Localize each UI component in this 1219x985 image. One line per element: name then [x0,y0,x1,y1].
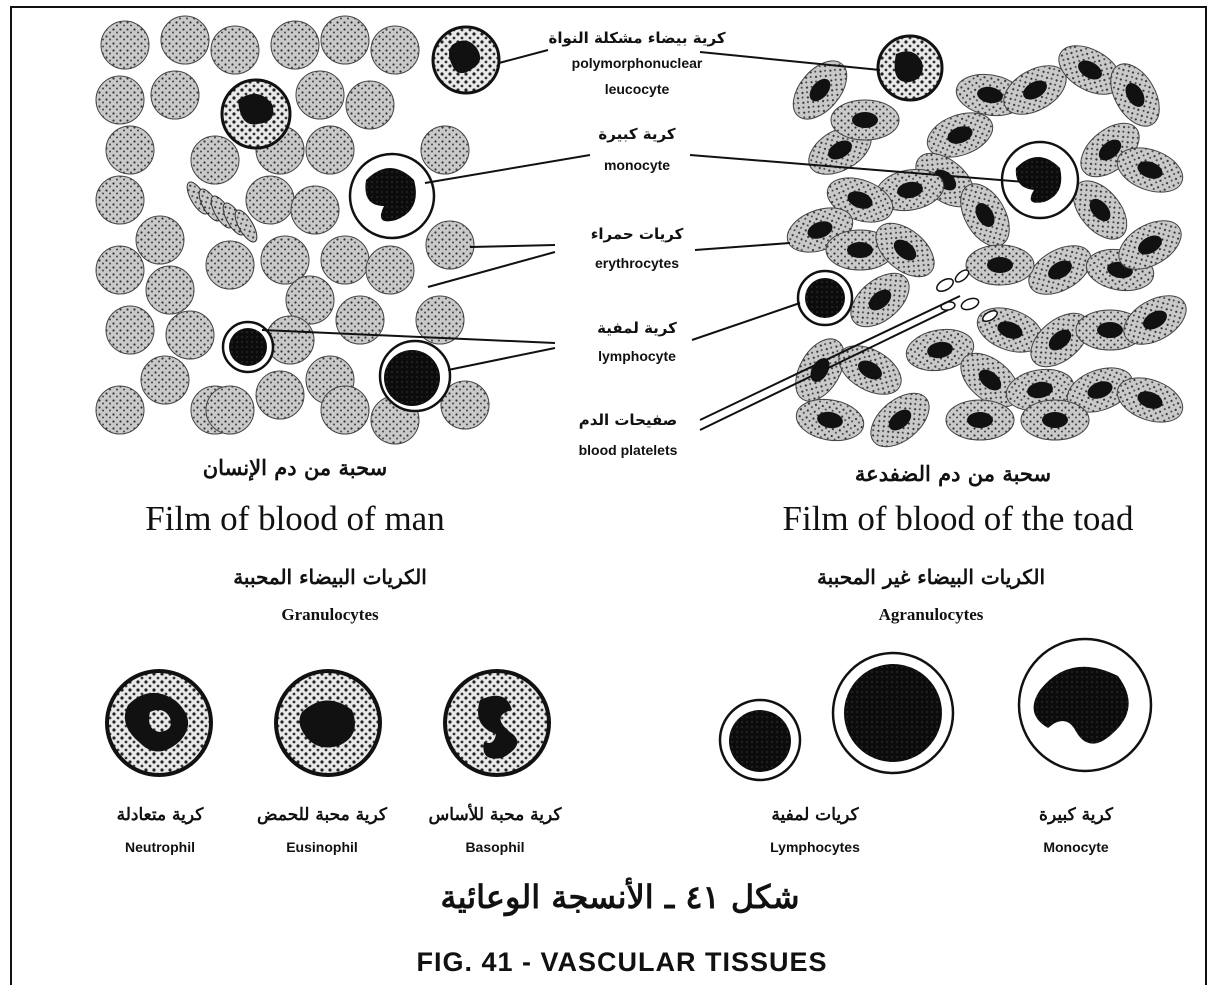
erythrocytes-label-en: erythrocytes [595,256,679,271]
monocyte-label-ar: كرية كبيرة [598,126,675,143]
human-erythrocyte [296,71,344,119]
human-erythrocyte [96,246,144,294]
human-erythrocyte [106,126,154,174]
human-erythrocyte [321,236,369,284]
toad-lymphocyte-cell [798,271,852,325]
toad-erythrocyte [966,245,1034,285]
toad-monocyte-cell [1002,142,1078,218]
lymphocyte-label-en: lymphocyte [598,349,676,364]
human-erythrocyte [141,356,189,404]
human-erythrocyte [256,371,304,419]
human-erythrocyte [271,21,319,69]
monocyte-label-en: monocyte [604,158,670,173]
film-toad-title-ar: سحبة من دم الضفدعة [855,462,1051,485]
toad-erythrocyte [861,383,939,457]
human-erythrocyte [421,126,469,174]
granulocytes-title-en: Granulocytes [281,606,378,625]
neutrophil-illustration [107,671,211,775]
monocyte-illustration [1019,639,1151,771]
human-erythrocyte [101,21,149,69]
human-erythrocyte [321,386,369,434]
lymphocyte-small-illustration [720,700,800,780]
man-lymphocyte-large [380,341,450,411]
granulocytes-title-ar: الكريات البيضاء المحببة [233,566,427,588]
agranulocytes-title-en: Agranulocytes [879,606,984,625]
eosinophil-illustration [276,671,380,775]
agranulocytes-title-ar: الكريات البيضاء غير المحببة [817,566,1045,588]
human-erythrocyte [306,126,354,174]
platelets-label-ar: صفيحات الدم [579,412,678,429]
human-erythrocyte [246,176,294,224]
human-erythrocyte [291,186,339,234]
neutrophil-label-en: Neutrophil [125,840,195,855]
toad-erythrocyte [1021,400,1089,440]
human-erythrocyte [371,26,419,74]
polymorph-label-en-2: leucocyte [605,82,670,97]
basophil-illustration [445,671,549,775]
human-erythrocyte [191,136,239,184]
neutrophil-label-ar: كرية متعادلة [117,806,204,825]
film-man-title-ar: سحبة من دم الإنسان [203,456,387,479]
eosinophil-label-en: Eusinophil [286,840,358,855]
toad-erythrocyte [793,394,867,445]
human-erythrocyte [96,386,144,434]
human-erythrocyte [151,71,199,119]
human-erythrocyte [96,176,144,224]
monocyte-cell-label-ar: كرية كبيرة [1039,806,1113,825]
human-erythrocyte [161,16,209,64]
human-erythrocyte [261,236,309,284]
film-toad-title-en: Film of blood of the toad [783,500,1134,539]
basophil-label-en: Basophil [465,840,524,855]
man-monocyte-cell [350,154,434,238]
human-erythrocyte [206,386,254,434]
human-erythrocyte [206,241,254,289]
man-polymorph-cell [433,27,499,93]
lymphocytes-label-ar: كريات لمفية [771,806,858,825]
polymorph-label-ar: كرية بيضاء مشكلة النواة [548,30,725,47]
figure-caption-en: FIG. 41 - VASCULAR TISSUES [416,948,827,978]
film-man-title-en: Film of blood of man [145,500,444,539]
human-erythrocyte [146,266,194,314]
monocyte-cell-label-en: Monocyte [1043,840,1108,855]
lymphocyte-large-illustration [833,653,953,773]
polymorph-label-en: polymorphonuclear [572,56,703,71]
toad-polymorph-cell [878,36,942,100]
human-erythrocyte [106,306,154,354]
human-erythrocyte [166,311,214,359]
human-erythrocyte [366,246,414,294]
human-erythrocyte [321,16,369,64]
lymphocyte-label-ar: كرية لمفية [597,320,677,337]
human-erythrocyte [336,296,384,344]
platelets-label-en: blood platelets [579,443,678,458]
human-erythrocyte [211,26,259,74]
human-erythrocyte [426,221,474,269]
toad-erythrocyte [946,400,1014,440]
lymphocytes-label-en: Lymphocytes [770,840,860,855]
human-erythrocyte [136,216,184,264]
man-polymorph-cell-2 [222,80,290,148]
human-erythrocyte [96,76,144,124]
erythrocytes-label-ar: كريات حمراء [591,226,684,243]
basophil-label-ar: كرية محبة للأساس [429,806,562,825]
figure-caption-ar: شكل ٤١ ـ الأنسجة الوعائية [440,880,799,915]
toad-erythrocyte [831,100,899,140]
human-erythrocyte [346,81,394,129]
eosinophil-label-ar: كرية محبة للحمض [257,806,387,825]
toad-erythrocyte-field [781,36,1194,457]
